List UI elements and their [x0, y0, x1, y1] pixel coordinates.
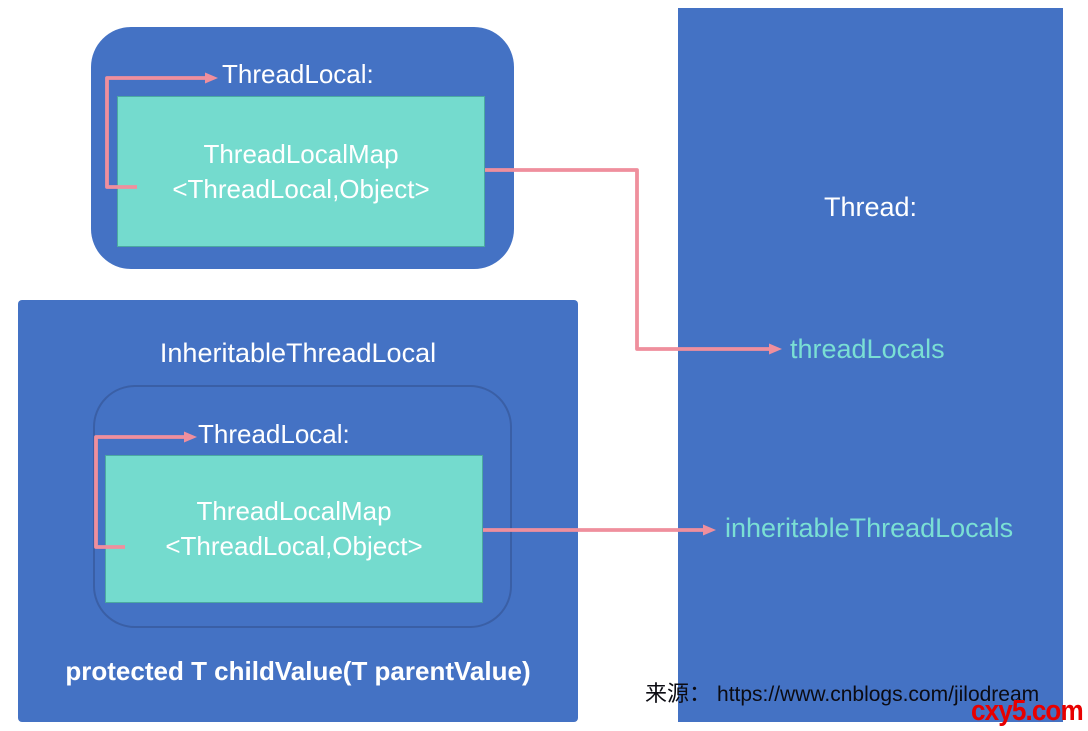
childvalue-method-signature: protected T childValue(T parentValue): [65, 656, 531, 686]
threadlocal-title: ThreadLocal:: [222, 59, 374, 89]
inner-threadlocal-title: ThreadLocal:: [198, 419, 350, 449]
inner-threadlocalmap-line1: ThreadLocalMap: [196, 496, 392, 526]
threadlocalmap-box: ThreadLocalMap <ThreadLocal,Object>: [117, 96, 485, 247]
inheritablethreadlocal-title: InheritableThreadLocal: [159, 338, 437, 368]
watermark-text: cxy5.com: [971, 695, 1084, 727]
threadlocalmap-line1: ThreadLocalMap: [203, 138, 399, 169]
inner-threadlocal-box: ThreadLocal: ThreadLocalMap <ThreadLocal…: [93, 385, 512, 628]
inner-threadlocalmap-line2: <ThreadLocal,Object>: [165, 531, 423, 561]
threadlocal-box: ThreadLocal: ThreadLocalMap <ThreadLocal…: [91, 27, 514, 269]
inner-threadlocalmap-box: ThreadLocalMap <ThreadLocal,Object>: [105, 455, 483, 603]
thread-title: Thread:: [823, 192, 918, 222]
thread-box: Thread: threadLocals inheritableThreadLo…: [678, 8, 1063, 722]
source-url: https://www.cnblogs.com/jilodream: [717, 683, 1040, 706]
source-line: 来源：https://www.cnblogs.com/jilodream: [645, 676, 1039, 708]
source-label: 来源：: [645, 681, 712, 706]
inheritablethreadlocal-box: InheritableThreadLocal ThreadLocal: Thre…: [18, 300, 578, 722]
threadlocals-field: threadLocals: [790, 334, 945, 364]
inheritablethreadlocals-field: inheritableThreadLocals: [725, 513, 1014, 543]
threadlocalmap-line2: <ThreadLocal,Object>: [172, 173, 430, 204]
